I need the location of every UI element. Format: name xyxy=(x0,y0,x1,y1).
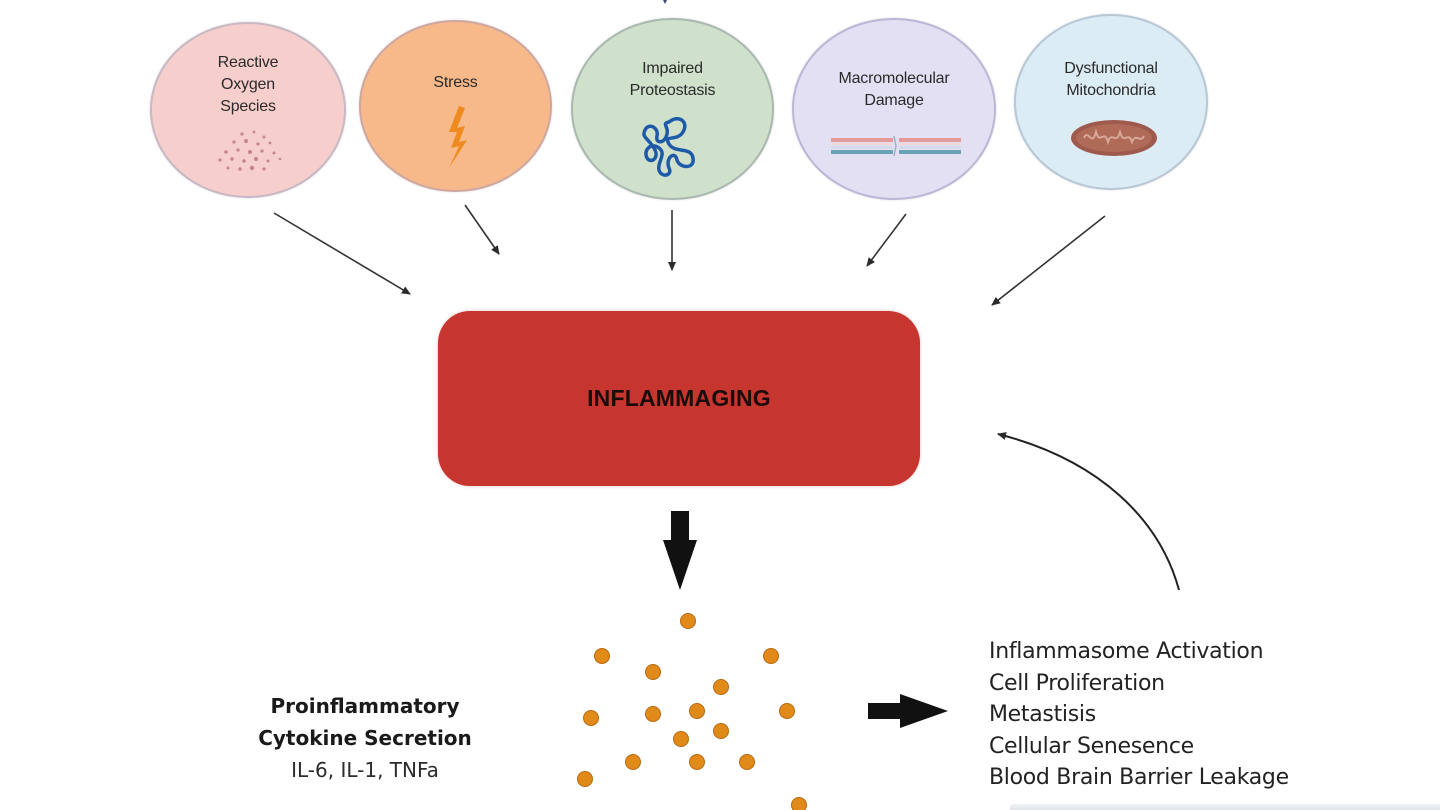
broken-dna-strand-icon xyxy=(831,135,961,157)
cytokine-particle xyxy=(689,703,705,719)
cytokine-particle xyxy=(713,723,729,739)
effect-item: Metastisis xyxy=(989,702,1096,727)
top-arrow-tip xyxy=(663,0,667,4)
effect-item: Inflammasome Activation xyxy=(989,639,1264,664)
cause-label: Dysfunctional Mitochondria xyxy=(1016,58,1206,102)
misfolded-protein-icon xyxy=(642,117,695,177)
cytokine-particle xyxy=(779,703,795,719)
label-line: Proteostasis xyxy=(629,82,716,99)
cytokine-particle xyxy=(594,648,610,664)
arrow-mitochondria-to-inflammaging xyxy=(991,215,1106,306)
arrow-macromolecular-to-inflammaging xyxy=(866,213,907,267)
arrow-stress-to-inflammaging xyxy=(464,204,500,255)
cytokine-particle xyxy=(739,754,755,770)
arrow-effects-feedback-to-inflammaging xyxy=(997,432,1180,591)
arrow-inflammaging-to-cytokines xyxy=(663,511,697,590)
label-line: Species xyxy=(220,98,276,115)
cytokine-title-line: Proinflammatory xyxy=(270,694,460,718)
cause-label: Stress xyxy=(361,72,550,94)
cytokine-particle xyxy=(645,706,661,722)
label-line: Reactive xyxy=(217,54,279,71)
inflammaging-label: INFLAMMAGING xyxy=(587,385,771,411)
cause-impaired-proteostasis: Impaired Proteostasis xyxy=(571,18,774,200)
cytokine-particle xyxy=(673,731,689,747)
cytokine-particle xyxy=(689,754,705,770)
label-line: Impaired xyxy=(642,60,703,77)
cytokine-particle xyxy=(645,664,661,680)
cytokine-particle xyxy=(791,797,807,810)
cause-label: Reactive Oxygen Species xyxy=(152,52,344,118)
inflammaging-box: INFLAMMAGING xyxy=(438,311,920,486)
effect-item: Cell Proliferation xyxy=(989,670,1165,696)
arrow-ros-to-inflammaging xyxy=(273,212,411,295)
cause-dysfunctional-mitochondria: Dysfunctional Mitochondria xyxy=(1014,14,1208,190)
lightning-bolt-icon xyxy=(449,106,467,168)
cytokine-particle xyxy=(713,679,729,695)
label-line: Mitochondria xyxy=(1066,82,1156,99)
label-line: Oxygen xyxy=(221,76,275,93)
cytokine-particle xyxy=(577,771,593,787)
cytokine-particle xyxy=(583,710,599,726)
bottom-edge-bar xyxy=(1010,804,1440,810)
label-line: Macromolecular xyxy=(838,70,950,87)
cytokine-subtitle: IL-6, IL-1, TNFa xyxy=(291,758,439,782)
cytokine-particle xyxy=(763,648,779,664)
ros-particles-icon xyxy=(218,130,282,171)
mitochondrion-icon xyxy=(1071,120,1157,156)
cause-stress: Stress xyxy=(359,20,552,192)
cause-label: Macromolecular Damage xyxy=(794,68,994,112)
cause-reactive-oxygen-species: Reactive Oxygen Species xyxy=(150,22,346,198)
label-line: Damage xyxy=(864,92,924,109)
label-line: Dysfunctional xyxy=(1064,60,1158,77)
cytokine-secretion-label: Proinflammatory Cytokine Secretion IL-6,… xyxy=(232,690,498,786)
cytokine-particles xyxy=(577,613,807,810)
cause-label: Impaired Proteostasis xyxy=(573,58,772,102)
cytokine-particle xyxy=(625,754,641,770)
arrow-cytokines-to-effects xyxy=(868,694,948,728)
cytokine-title-line: Cytokine Secretion xyxy=(258,726,472,750)
downstream-effects-list: Inflammasome Activation Cell Proliferati… xyxy=(989,636,1289,794)
cytokine-particle xyxy=(680,613,696,629)
label-line: Stress xyxy=(433,74,478,91)
effect-item: Blood Brain Barrier Leakage xyxy=(989,765,1289,790)
cause-macromolecular-damage: Macromolecular Damage xyxy=(792,18,996,200)
effect-item: Cellular Senesence xyxy=(989,733,1194,759)
